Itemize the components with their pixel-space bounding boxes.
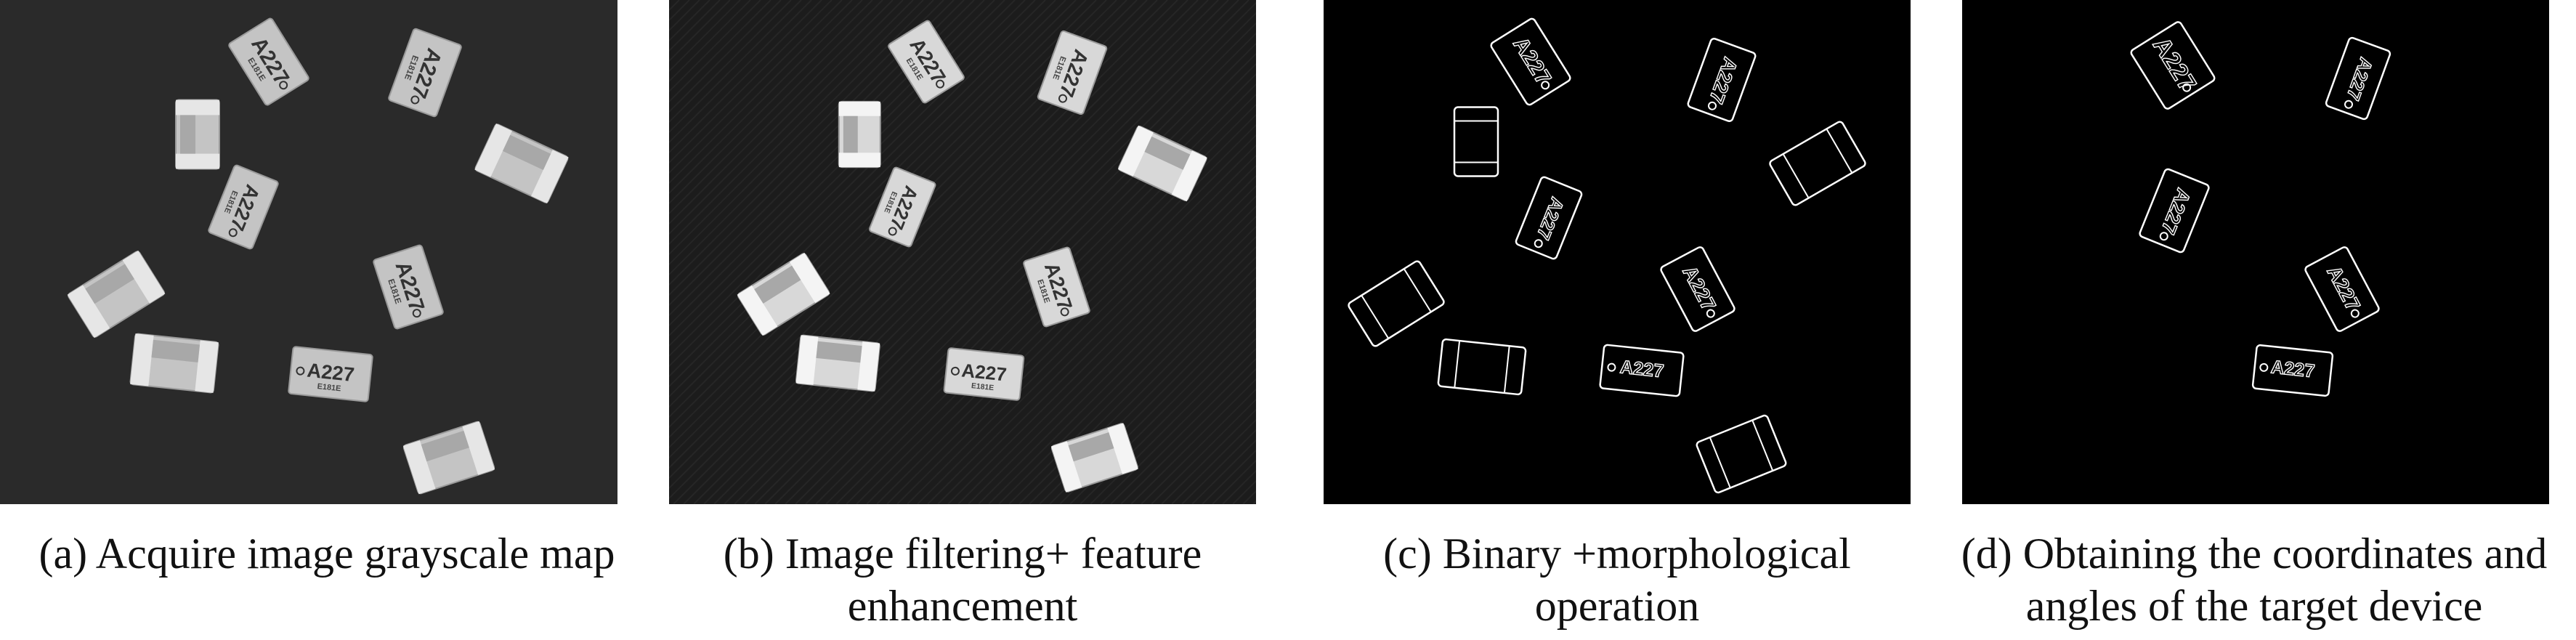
svg-text:E181E: E181E: [971, 382, 994, 392]
panel-a-chip-10: [402, 421, 495, 495]
svg-text:A227: A227: [306, 359, 355, 386]
caption-b-line-2: enhancement: [847, 582, 1078, 630]
panel-b-chip-8: [795, 334, 880, 392]
panel-b-chip-10: [1050, 423, 1138, 493]
panel-c-outline-7: [1348, 260, 1445, 347]
svg-text:A227: A227: [960, 360, 1008, 385]
panel-c-outline-10: [1696, 414, 1787, 494]
panel-c-outline-3: [1453, 106, 1499, 177]
panel-a-chip-8: [129, 333, 219, 394]
panel-a-chip-7: [67, 250, 166, 339]
caption-a: (a) Acquire image grayscale map: [0, 527, 654, 580]
caption-b: (b) Image filtering+ feature enhancement: [669, 527, 1256, 632]
svg-text:E181E: E181E: [317, 382, 341, 393]
panel-a-chip-3: [175, 99, 220, 170]
caption-d-line-1: (d) Obtaining the coordinates and: [1961, 530, 2548, 578]
panel-c-outline-8: [1437, 338, 1527, 396]
caption-c-line-1: (c) Binary +morphological: [1383, 530, 1851, 578]
caption-c-line-2: operation: [1534, 582, 1700, 630]
panel-c-outline-9: A227: [1599, 344, 1685, 397]
caption-d-line-2: angles of the target device: [2025, 582, 2483, 630]
panel-b-chip-7: [737, 252, 830, 336]
panel-c-outline-4: [1769, 121, 1866, 206]
caption-d: (d) Obtaining the coordinates and angles…: [1932, 527, 2576, 632]
caption-c: (c) Binary +morphological operation: [1324, 527, 1911, 632]
panel-a-chip-4: [474, 123, 569, 203]
panel-b-chip-4: [1117, 125, 1207, 202]
caption-b-line-1: (b) Image filtering+ feature: [723, 530, 1202, 578]
caption-a-line-1: (a) Acquire image grayscale map: [39, 530, 615, 578]
panel-b-chip-3: [838, 100, 881, 169]
